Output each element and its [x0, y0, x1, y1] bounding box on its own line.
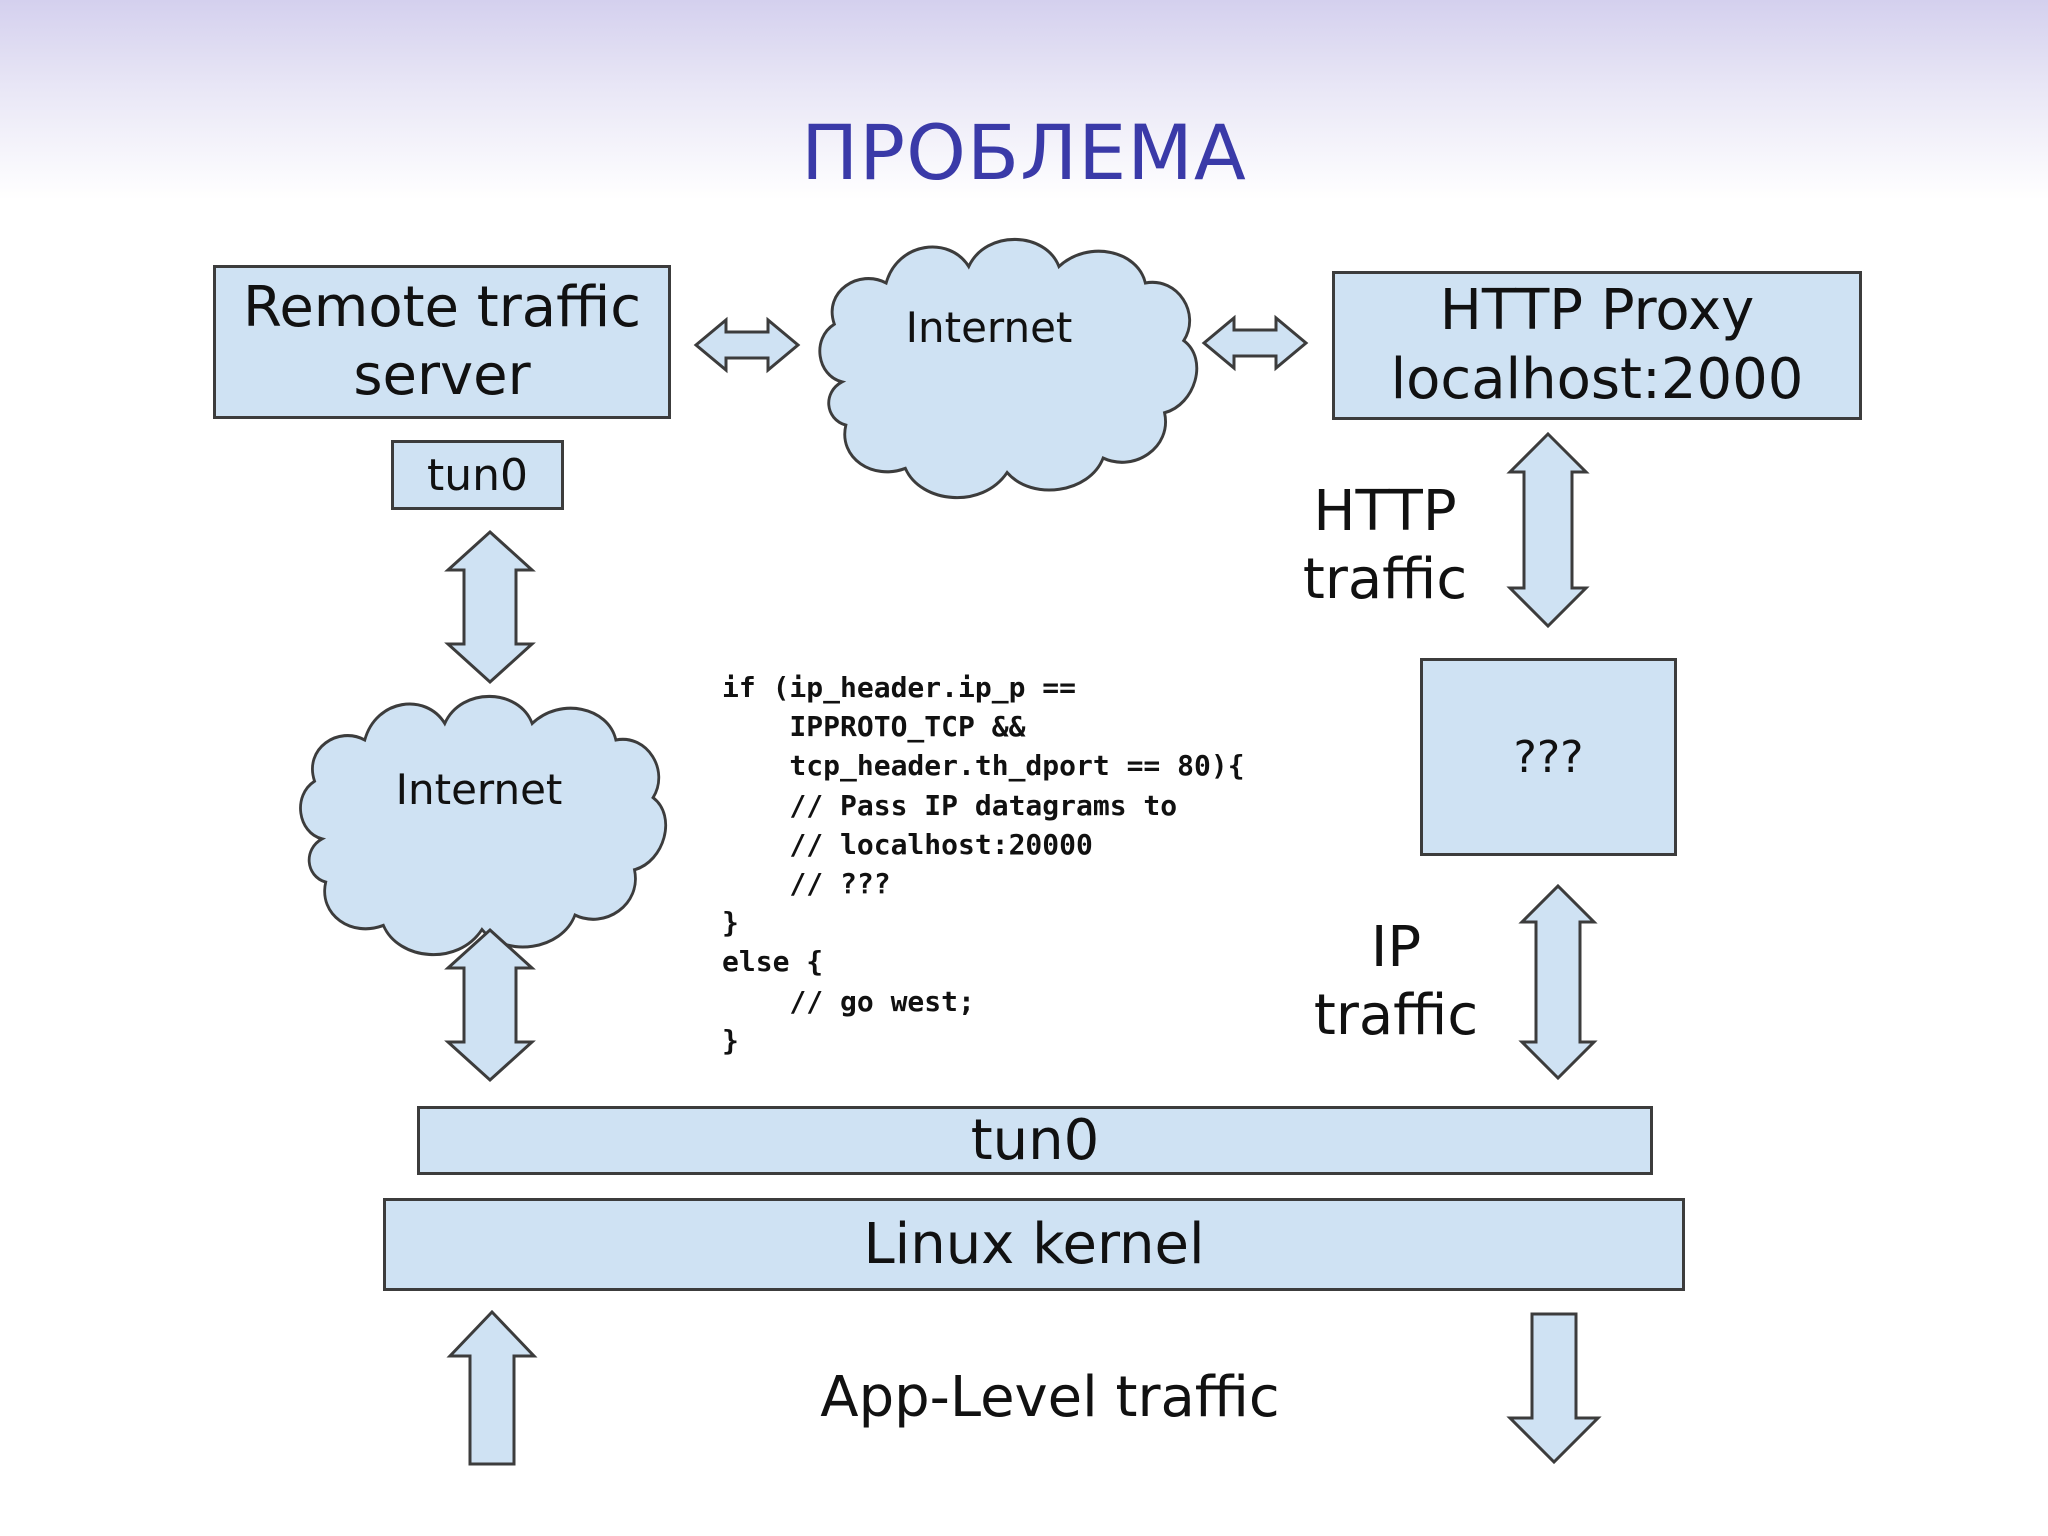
- tun0-top-label: tun0: [426, 449, 529, 501]
- http-traffic-line1: HTTP: [1313, 479, 1457, 544]
- linux-kernel-bar: Linux kernel: [383, 1198, 1685, 1291]
- http-proxy-label: HTTP Proxy: [1439, 278, 1755, 344]
- code-line: // localhost:20000: [722, 827, 1093, 861]
- code-line: IPPROTO_TCP &&: [722, 710, 1026, 744]
- tun0-top-box: tun0: [391, 440, 564, 510]
- double-arrow-horizontal-right: [1201, 314, 1309, 372]
- http-traffic-line2: traffic: [1302, 547, 1468, 613]
- double-arrow-vertical-lower-left: [444, 927, 536, 1083]
- double-arrow-vertical-http: [1506, 431, 1590, 629]
- arrow-up-app-level: [446, 1309, 538, 1466]
- unknown-component-label: ???: [1513, 731, 1584, 783]
- ip-traffic-line1: IP: [1370, 915, 1422, 980]
- code-line: }: [722, 1023, 739, 1057]
- app-level-traffic-label: App-Level traffic: [820, 1365, 1280, 1430]
- http-traffic-label: HTTP traffic: [1265, 478, 1505, 615]
- code-line: }: [722, 906, 739, 940]
- code-line: else {: [722, 945, 824, 979]
- http-proxy-address: localhost:2000: [1390, 346, 1804, 412]
- linux-kernel-label: Linux kernel: [863, 1212, 1205, 1277]
- slide-title: ПРОБЛЕМА: [801, 108, 1247, 197]
- double-arrow-horizontal-left: [693, 316, 801, 374]
- header-band: [0, 0, 2048, 200]
- double-arrow-vertical-ip: [1518, 883, 1598, 1081]
- remote-traffic-server-box: Remote traffic server: [213, 265, 671, 419]
- ip-traffic-line2: traffic: [1313, 983, 1479, 1049]
- double-arrow-vertical-upper-left: [444, 529, 536, 685]
- arrow-down-app-level: [1506, 1312, 1602, 1465]
- code-line: // go west;: [722, 984, 975, 1018]
- code-line: // ???: [722, 867, 891, 901]
- unknown-component-box: ???: [1420, 658, 1677, 856]
- ip-traffic-label: IP traffic: [1276, 914, 1516, 1051]
- tun0-bottom-label: tun0: [970, 1108, 1100, 1173]
- code-line: tcp_header.th_dport == 80){: [722, 749, 1245, 783]
- cloud-top-label: Internet: [906, 303, 1073, 352]
- code-line: // Pass IP datagrams to: [722, 788, 1178, 822]
- cloud-internet-top: [818, 237, 1199, 500]
- remote-traffic-server-label: Remote traffic server: [242, 274, 642, 408]
- http-proxy-box: HTTP Proxy localhost:2000: [1332, 271, 1862, 420]
- tun0-bottom-bar: tun0: [417, 1106, 1653, 1175]
- cloud-left-label: Internet: [396, 765, 563, 814]
- code-line: if (ip_header.ip_p ==: [722, 671, 1077, 704]
- code-snippet: if (ip_header.ip_p == IPPROTO_TCP && tcp…: [722, 668, 1245, 1060]
- cloud-internet-left: [298, 694, 668, 957]
